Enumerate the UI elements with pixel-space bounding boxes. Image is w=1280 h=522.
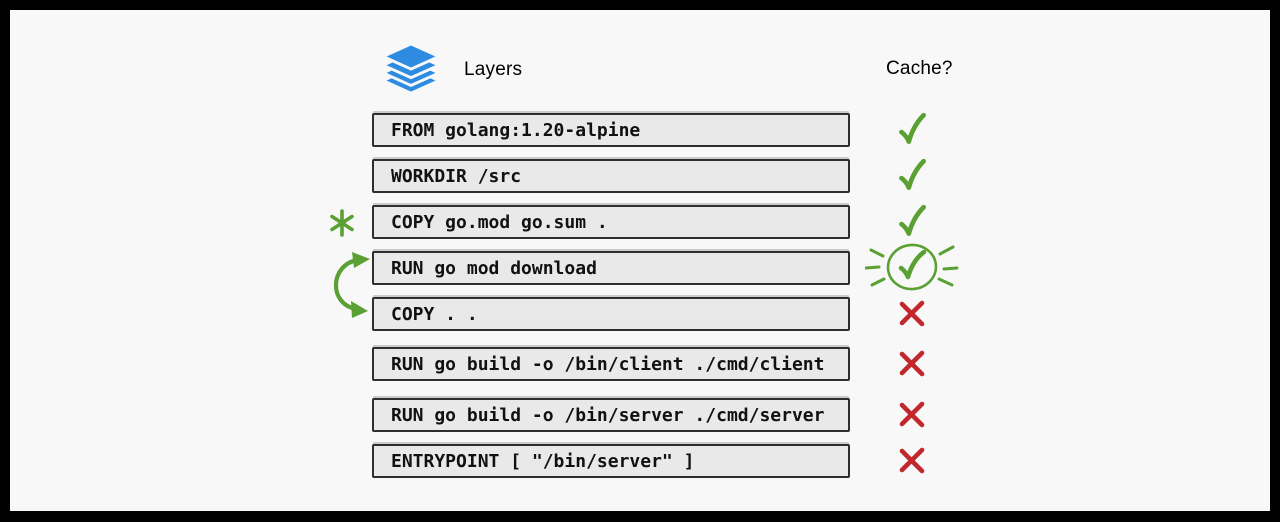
- dockerfile-instruction-box: COPY go.mod go.sum .: [372, 205, 850, 239]
- row-marker-cell: [310, 159, 372, 193]
- cache-status-cell: [850, 444, 974, 478]
- cache-label: Cache?: [886, 58, 953, 79]
- cache-miss-cross-icon: [899, 300, 925, 327]
- row-marker-cell: [310, 113, 372, 147]
- row-marker-cell: [310, 297, 372, 331]
- layer-row: COPY go.mod go.sum .: [310, 204, 990, 240]
- layers-stack-icon: [381, 43, 441, 95]
- row-marker-cell: [310, 444, 372, 478]
- layer-rows: FROM golang:1.20-alpine: [310, 112, 990, 478]
- layer-row: WORKDIR /src: [310, 158, 990, 194]
- layer-row: ENTRYPOINT [ "/bin/server" ]: [310, 444, 990, 478]
- dockerfile-instruction-box: WORKDIR /src: [372, 159, 850, 193]
- dockerfile-instruction-box: RUN go mod download: [372, 251, 850, 285]
- cache-status-cell: [850, 158, 974, 194]
- layer-row: RUN go build -o /bin/server ./cmd/server: [310, 398, 990, 432]
- dockerfile-instruction-box: FROM golang:1.20-alpine: [372, 113, 850, 147]
- swap-arrow-icon: [333, 252, 370, 318]
- dockerfile-instruction: COPY . .: [391, 303, 478, 325]
- cache-status-cell: [850, 347, 974, 381]
- dockerfile-instruction-box: RUN go build -o /bin/client ./cmd/client: [372, 347, 850, 381]
- layers-label: Layers: [464, 59, 523, 80]
- layer-row: RUN go mod download: [310, 243, 990, 291]
- dockerfile-instruction: FROM golang:1.20-alpine: [391, 119, 641, 141]
- dockerfile-instruction: ENTRYPOINT [ "/bin/server" ]: [391, 450, 695, 472]
- asterisk-icon: [330, 209, 354, 237]
- dockerfile-instruction: WORKDIR /src: [391, 165, 522, 187]
- dockerfile-instruction: RUN go build -o /bin/client ./cmd/client: [391, 353, 825, 375]
- row-marker-cell: [310, 251, 372, 285]
- cache-status-cell: [850, 204, 974, 240]
- dockerfile-instruction: COPY go.mod go.sum .: [391, 211, 608, 233]
- cache-miss-cross-icon: [899, 350, 925, 377]
- dockerfile-instruction-box: ENTRYPOINT [ "/bin/server" ]: [372, 444, 850, 478]
- cache-status-cell: [850, 398, 974, 432]
- cache-hit-check-icon: [899, 112, 926, 144]
- row-marker-cell: [310, 205, 372, 239]
- dockerfile-instruction-box: COPY . .: [372, 297, 850, 331]
- layer-row: RUN go build -o /bin/client ./cmd/client: [310, 347, 990, 381]
- layers-legend: Layers: [380, 43, 522, 97]
- cache-hit-check-icon: [899, 158, 926, 190]
- cache-miss-cross-icon: [899, 447, 925, 474]
- cache-status-cell: [850, 297, 974, 331]
- row-marker-cell: [310, 347, 372, 381]
- layer-row: FROM golang:1.20-alpine: [310, 112, 990, 148]
- dockerfile-instruction: RUN go build -o /bin/server ./cmd/server: [391, 404, 825, 426]
- cache-status-cell: [850, 112, 974, 148]
- dockerfile-instruction-box: RUN go build -o /bin/server ./cmd/server: [372, 398, 850, 432]
- cache-miss-cross-icon: [899, 401, 925, 428]
- dockerfile-instruction: RUN go mod download: [391, 257, 597, 279]
- cache-hit-check-icon: [899, 204, 926, 236]
- diagram-canvas: Layers Cache? FROM golang:1.20-alpine: [10, 10, 1270, 511]
- row-marker-cell: [310, 398, 372, 432]
- layer-row: COPY . .: [310, 297, 990, 331]
- cache-status-cell: [850, 238, 974, 298]
- cache-hit-emphasized-icon: [865, 243, 959, 291]
